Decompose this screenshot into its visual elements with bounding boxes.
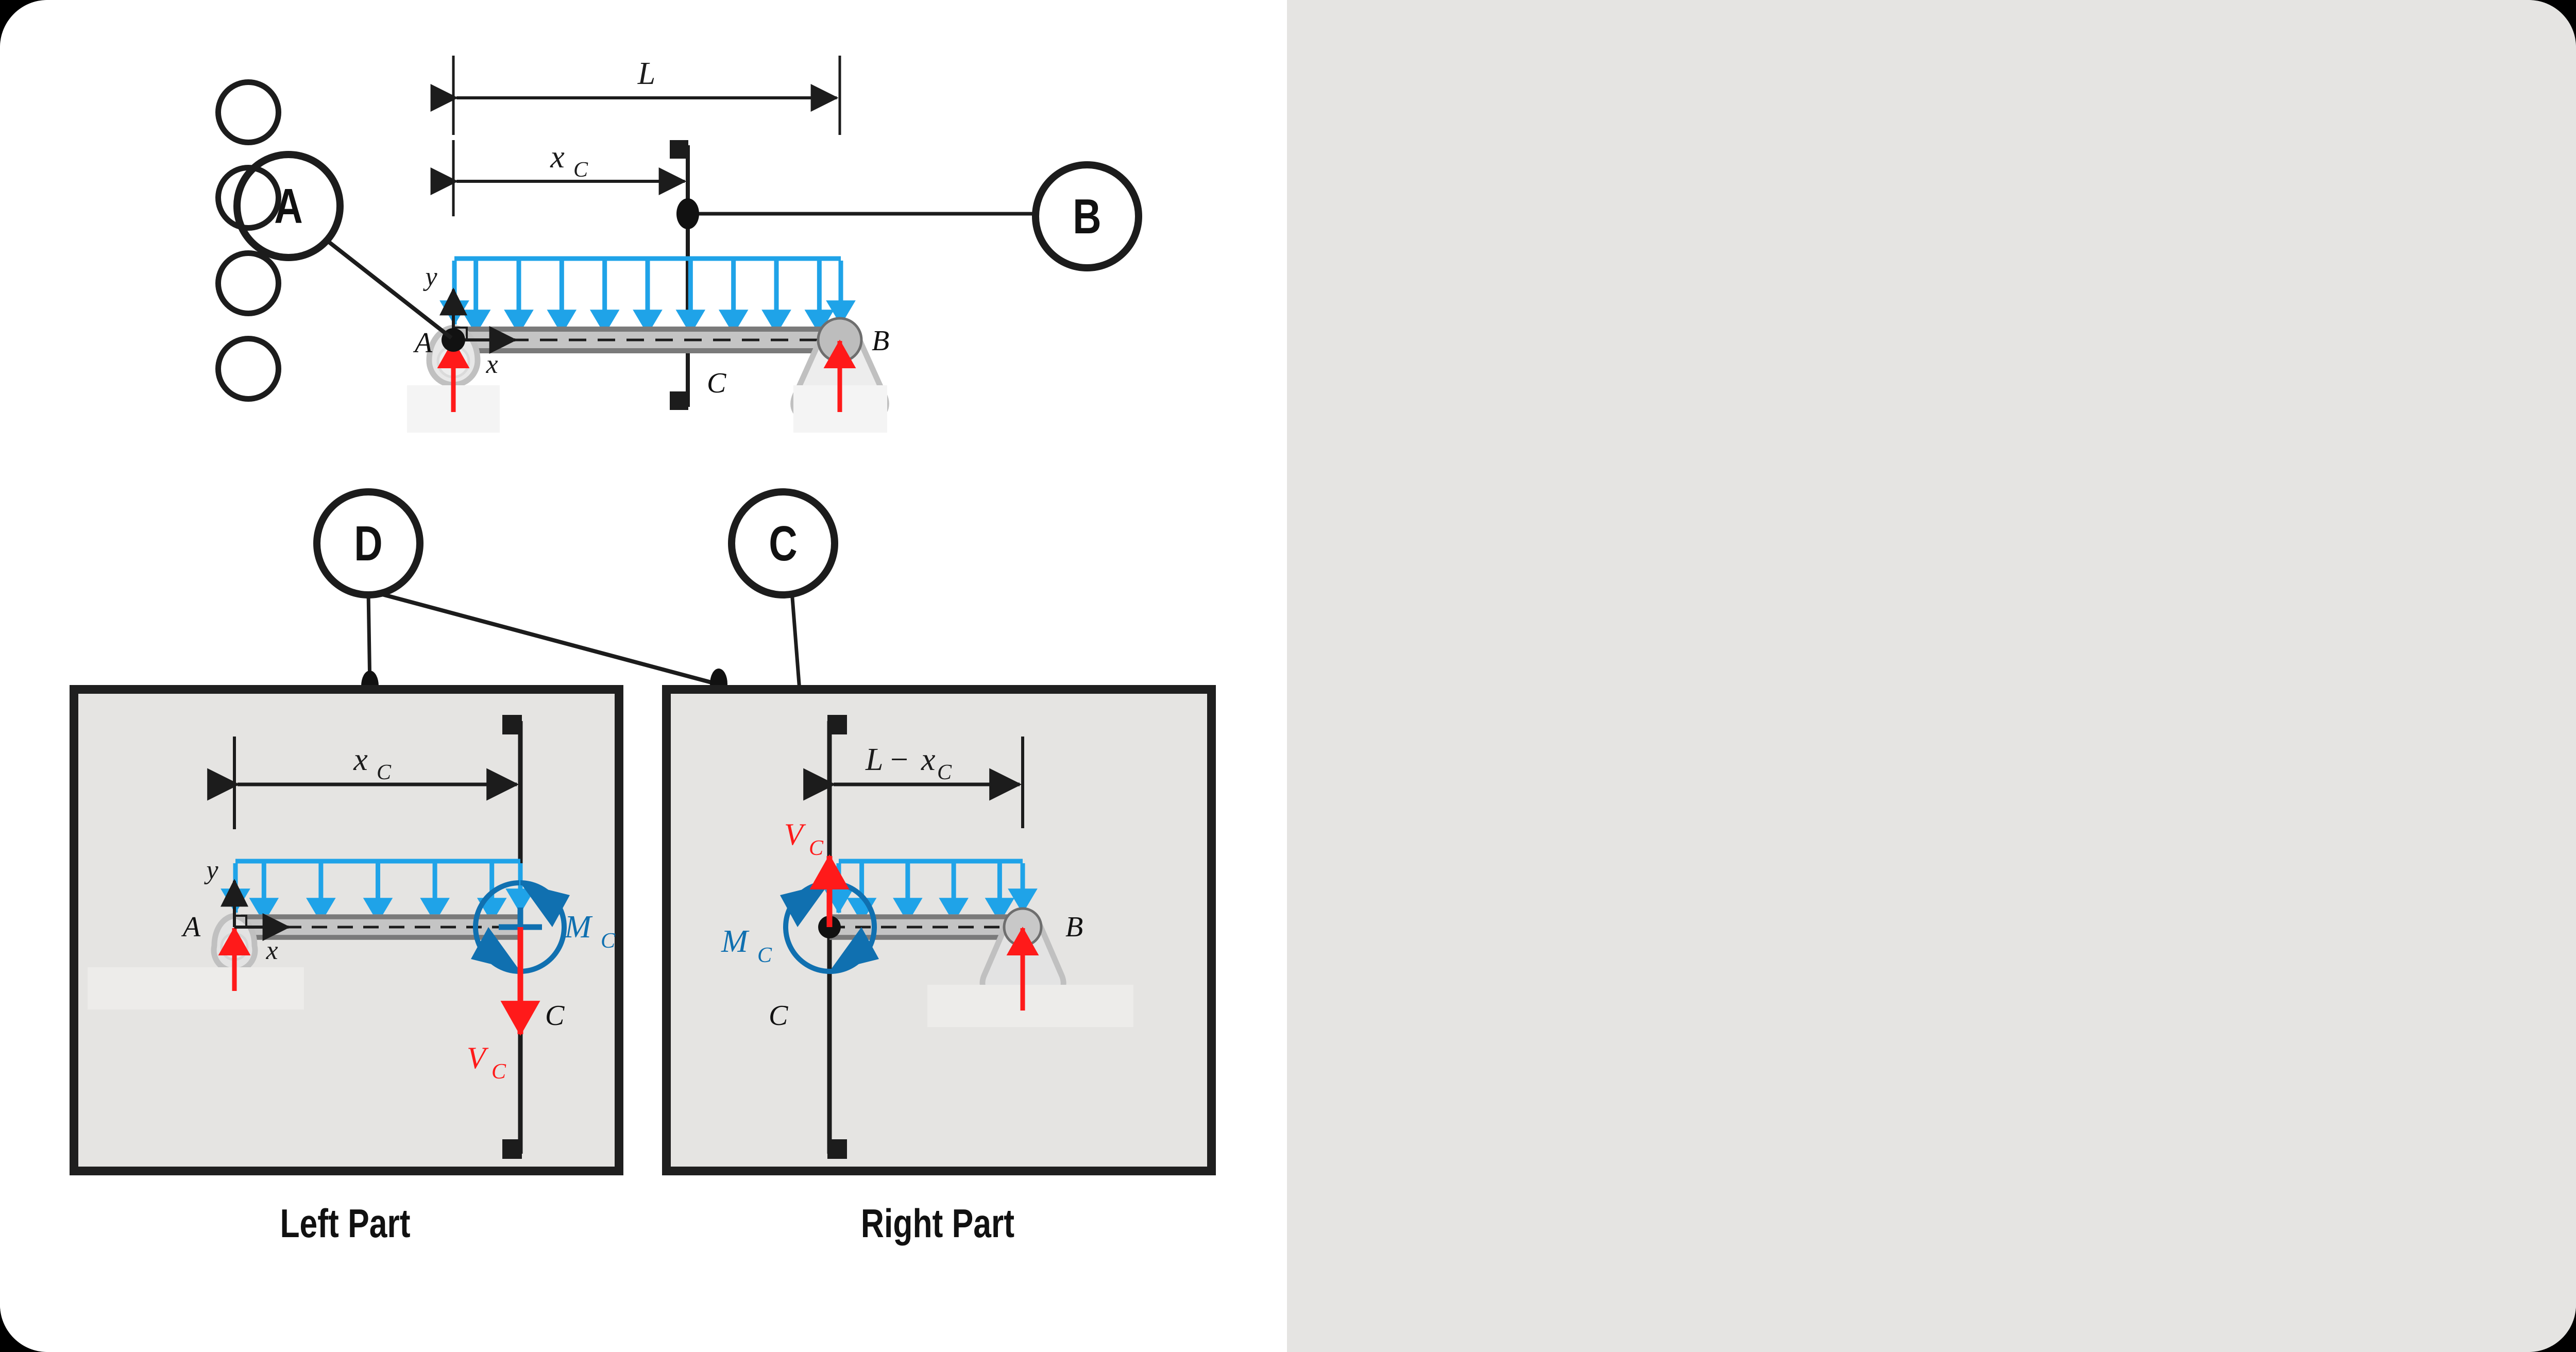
legend-text <box>305 163 1091 167</box>
left-part-caption: Left Part <box>280 1201 411 1246</box>
right-part-caption: Right Part <box>860 1201 1015 1246</box>
legend-badge-c <box>215 250 281 316</box>
right-VC-label: V C <box>784 817 824 860</box>
svg-text:C: C <box>377 761 392 784</box>
legend-badge-b <box>215 165 281 231</box>
left-point-C-label: C <box>545 1000 565 1032</box>
svg-text:C: C <box>601 929 616 953</box>
legend-text <box>305 334 1091 338</box>
callout-badge-b: B <box>1032 161 1142 271</box>
right-dimension-LxC: L − x C <box>803 737 1024 828</box>
legend-pane <box>1287 0 2576 1352</box>
left-VC-label: V C <box>467 1041 506 1084</box>
svg-text:x: x <box>353 742 368 777</box>
left-point-A-label: A <box>181 911 201 943</box>
svg-text:x: x <box>550 140 565 175</box>
left-part-panel: x C <box>70 685 623 1175</box>
callout-circle <box>313 488 423 598</box>
right-moment-MC: M C <box>721 880 879 974</box>
legend-item-c <box>215 248 1091 316</box>
right-part-panel: L − x C <box>662 685 1216 1175</box>
axis-y-label-main: y <box>422 262 437 292</box>
dimension-L: L <box>430 56 841 135</box>
left-axes: y x <box>204 855 291 965</box>
svg-text:C: C <box>573 158 588 182</box>
right-point-B-label: B <box>1065 911 1083 943</box>
left-MC-label: M C <box>564 910 616 953</box>
legend-badge-a <box>215 79 281 145</box>
callout-badge-c: C <box>728 488 838 598</box>
point-B-label-main: B <box>872 325 889 357</box>
cutting-plane-line <box>670 140 690 410</box>
svg-text:M: M <box>564 910 593 945</box>
svg-text:−: − <box>890 742 908 777</box>
left-axis-x-label: x <box>265 936 278 965</box>
beam-section-diagram: L x C <box>70 56 1216 1175</box>
legend-badge-d <box>215 336 281 402</box>
legend-item-d <box>215 334 1091 402</box>
main-beam-diagram: L x C <box>407 56 889 433</box>
callout-badge-d: D <box>313 488 423 598</box>
right-MC-label: M C <box>721 924 772 967</box>
dim-L-label: L <box>637 56 655 91</box>
left-dimension-xC: x C <box>207 737 519 829</box>
right-point-C-label: C <box>769 1000 788 1032</box>
svg-text:C: C <box>757 944 772 967</box>
svg-text:M: M <box>721 924 750 959</box>
right-dim-label: L − x C <box>865 742 952 784</box>
dimension-xC: x C <box>430 140 687 216</box>
distributed-load-main <box>439 256 856 335</box>
callout-circle <box>1032 161 1142 271</box>
dim-xC-label: x C <box>550 140 588 182</box>
left-axis-y-label: y <box>204 855 218 885</box>
svg-text:C: C <box>492 1060 506 1084</box>
legend-item-a <box>215 77 1091 145</box>
svg-text:L: L <box>865 742 883 777</box>
callout-letter: B <box>1073 189 1101 244</box>
svg-text:C: C <box>809 836 824 860</box>
legend-item-b <box>215 163 1091 231</box>
legend-text <box>305 77 1091 81</box>
svg-text:V: V <box>467 1041 489 1075</box>
point-C-label-main: C <box>707 367 726 399</box>
right-support-B-pin <box>927 907 1133 1027</box>
legend-text <box>305 248 1091 252</box>
axis-x-label-main: x <box>485 350 498 379</box>
svg-text:V: V <box>784 817 806 851</box>
callout-letter: C <box>769 516 797 571</box>
svg-text:C: C <box>937 761 952 784</box>
point-A-label-main: A <box>413 327 433 359</box>
callout-circle <box>728 488 838 598</box>
callout-letter: D <box>354 516 382 571</box>
legend-list <box>215 77 1091 419</box>
left-dim-label: x C <box>353 742 392 784</box>
callout-B-anchor-dot <box>676 198 699 229</box>
svg-text:x: x <box>921 742 936 777</box>
